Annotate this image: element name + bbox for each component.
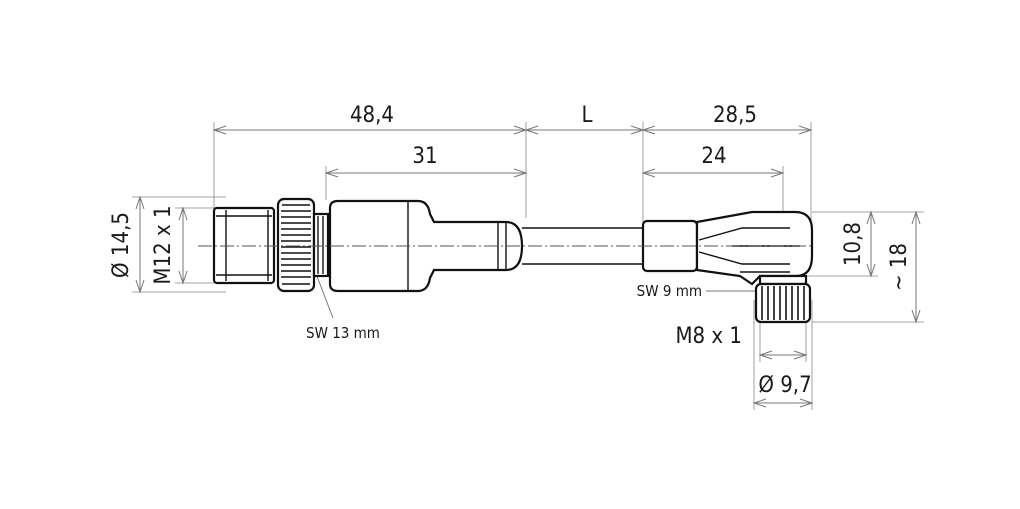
label-female-length: 28,5 — [713, 103, 757, 128]
label-cable-length: L — [581, 103, 592, 128]
dimension-labels: 48,4 L 28,5 31 24 Ø 14,5 M12 x 1 10,8 ~ … — [109, 103, 912, 398]
male-connector — [212, 197, 524, 293]
label-female-body-length: 24 — [701, 144, 726, 169]
label-female-diameter: Ø 9,7 — [758, 373, 811, 398]
label-male-wrench: SW 13 mm — [306, 324, 380, 342]
label-female-thread: M8 x 1 — [675, 324, 742, 349]
female-connector — [641, 210, 814, 324]
label-female-total-height: ~ 18 — [887, 243, 912, 291]
male-knurl — [281, 204, 311, 285]
label-male-diameter: Ø 14,5 — [109, 212, 134, 278]
label-female-height: 10,8 — [841, 222, 866, 266]
label-female-wrench: SW 9 mm — [637, 282, 702, 300]
label-male-length: 48,4 — [350, 103, 394, 128]
female-knurl — [761, 286, 805, 320]
cable — [522, 227, 643, 265]
label-male-body-length: 31 — [412, 144, 437, 169]
dimension-lines — [135, 125, 921, 408]
label-male-thread: M12 x 1 — [151, 205, 176, 284]
